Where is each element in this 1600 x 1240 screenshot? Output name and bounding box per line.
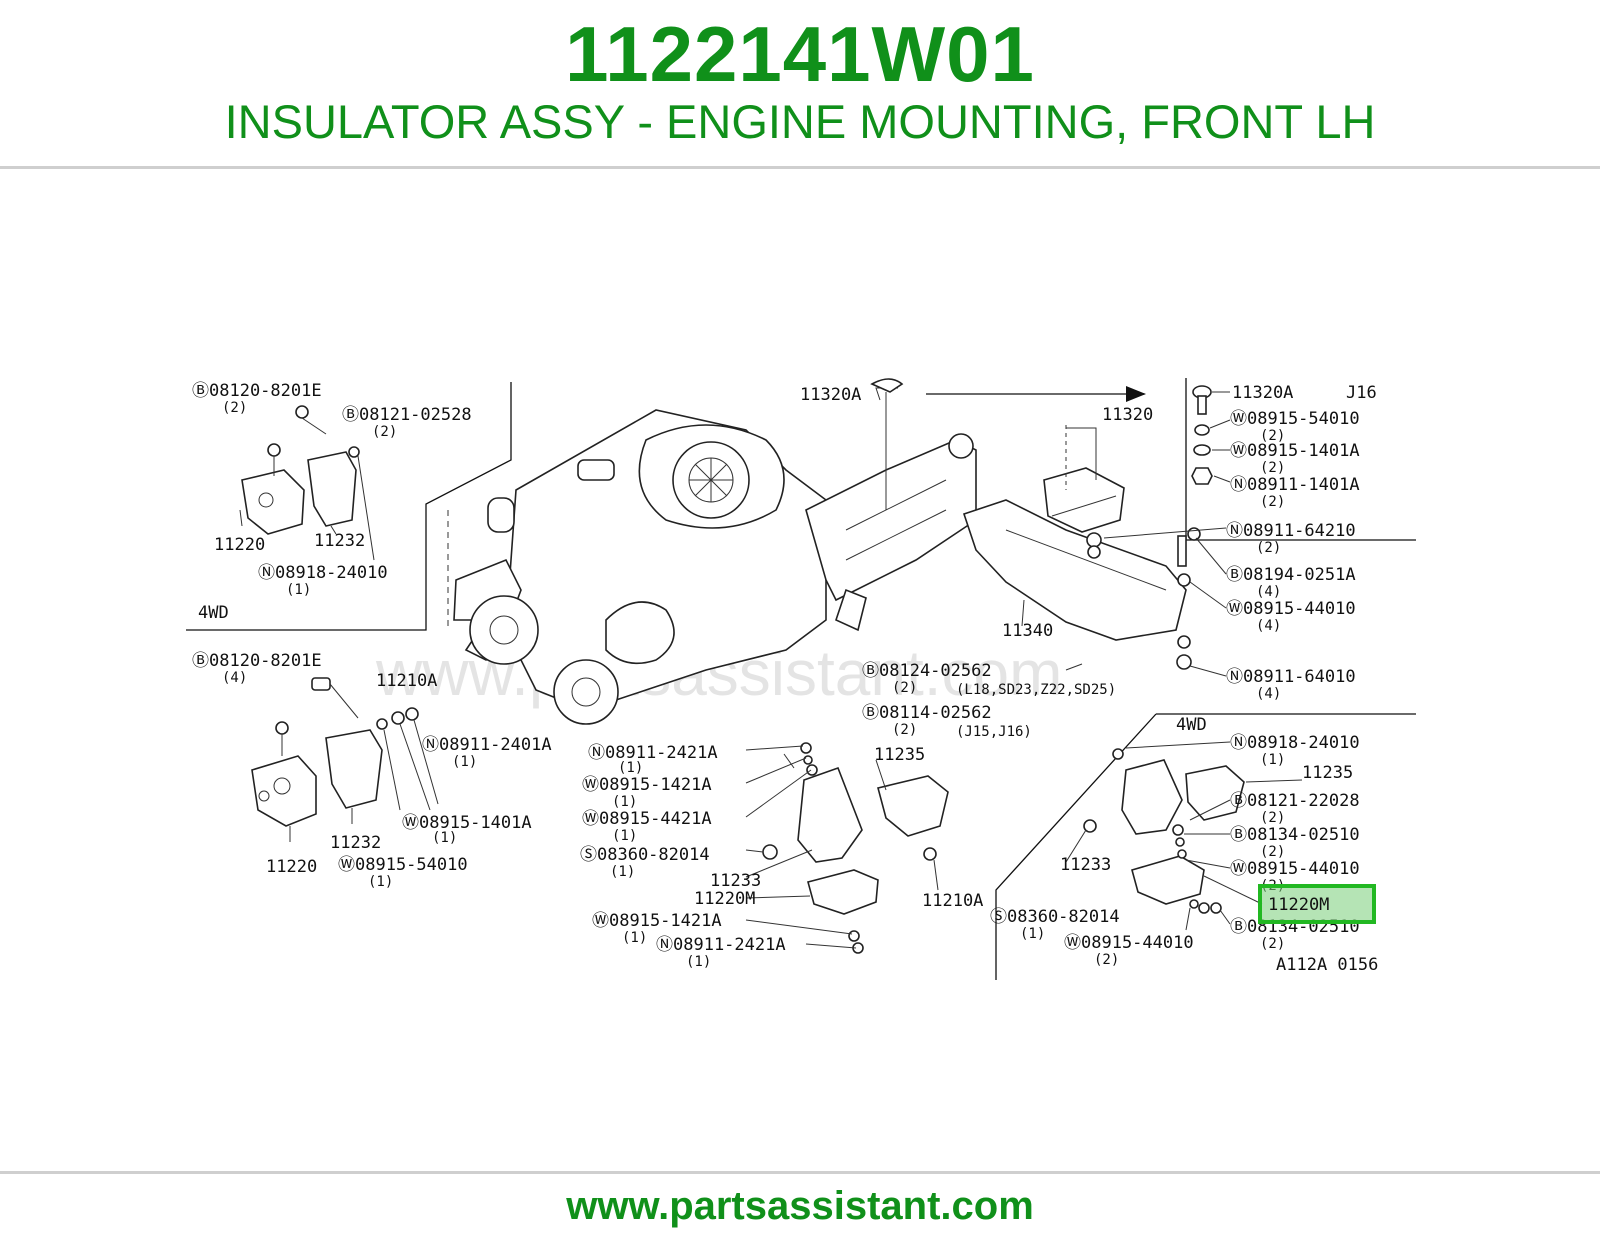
label-tl-b2: Ⓑ08121-02528	[342, 405, 472, 425]
label-br-b3-qty: (2)	[1260, 936, 1285, 952]
label-c-n1-qty: (1)	[618, 760, 643, 776]
label-ml-n1: Ⓝ08911-2401A	[422, 735, 552, 755]
label-r-b1: Ⓑ08124-02562	[862, 661, 992, 681]
label-br-4wd: 4WD	[1176, 715, 1207, 735]
label-ml-11232: 11232	[330, 833, 381, 853]
highlighted-part-label[interactable]: 11220M	[1268, 895, 1329, 915]
label-r-b2: Ⓑ08114-02562	[862, 703, 992, 723]
label-br-b2: Ⓑ08134-02510	[1230, 825, 1360, 845]
label-ml-w2-qty: (1)	[368, 874, 393, 890]
label-ml-11210a: 11210A	[376, 671, 437, 691]
label-c-w3-qty: (1)	[622, 930, 647, 946]
label-c-s1-qty: (1)	[610, 864, 635, 880]
label-r-11340: 11340	[1002, 621, 1053, 641]
label-ml-w1-qty: (1)	[432, 830, 457, 846]
label-c-n2-qty: (1)	[686, 954, 711, 970]
label-br-s1: Ⓢ08360-82014	[990, 907, 1120, 927]
label-tl-b1-qty: (2)	[222, 400, 247, 416]
label-tr-11320a: 11320A	[1232, 383, 1293, 403]
center-lower-parts	[745, 378, 949, 954]
label-c-w1-qty: (1)	[612, 794, 637, 810]
label-tr-w2-qty: (2)	[1260, 460, 1285, 476]
label-rm-n1: Ⓝ08911-64210	[1226, 521, 1356, 541]
label-tl-4wd: 4WD	[198, 603, 229, 623]
label-c-w3: Ⓦ08915-1421A	[592, 911, 722, 931]
label-tl-11220: 11220	[214, 535, 265, 555]
label-rm-n2-qty: (4)	[1256, 686, 1281, 702]
pointer-arrow	[926, 386, 1146, 402]
parts-diagram-svg: www.partsassistant.com	[186, 378, 1416, 980]
footer-website-link[interactable]: www.partsassistant.com	[566, 1184, 1034, 1228]
label-br-w2-qty: (2)	[1094, 952, 1119, 968]
label-c-11235: 11235	[874, 745, 925, 765]
label-c-w2-qty: (1)	[612, 828, 637, 844]
callout-labels: Ⓑ08120-8201E (2) Ⓑ08121-02528 (2) 11220 …	[192, 381, 1378, 975]
label-r-b2-note: (J15,J16)	[956, 724, 1032, 740]
label-br-n1-qty: (1)	[1260, 752, 1285, 768]
label-ml-n1-qty: (1)	[452, 754, 477, 770]
label-rm-n1-qty: (2)	[1256, 540, 1281, 556]
label-br-b1-qty: (2)	[1260, 810, 1285, 826]
label-tr-w1-qty: (2)	[1260, 428, 1285, 444]
label-c-11220m: 11220M	[694, 889, 755, 909]
label-tr-w2: Ⓦ08915-1401A	[1230, 441, 1360, 461]
part-title: INSULATOR ASSY - ENGINE MOUNTING, FRONT …	[224, 95, 1376, 148]
label-c-w1: Ⓦ08915-1421A	[582, 775, 712, 795]
label-br-11235: 11235	[1302, 763, 1353, 783]
label-tl-b1: Ⓑ08120-8201E	[192, 381, 322, 401]
label-br-b2-qty: (2)	[1260, 844, 1285, 860]
label-tr-n1: Ⓝ08911-1401A	[1230, 475, 1360, 495]
label-tr-j16: J16	[1346, 383, 1377, 403]
label-r-b1-qty: (2)	[892, 680, 917, 696]
label-tl-n1-qty: (1)	[286, 582, 311, 598]
highlight-box[interactable]	[1258, 884, 1376, 924]
parts-diagram: www.partsassistant.com	[186, 330, 1416, 1010]
label-br-b1: Ⓑ08121-22028	[1230, 791, 1360, 811]
label-r-b2-qty: (2)	[892, 722, 917, 738]
label-c-w2: Ⓦ08915-4421A	[582, 809, 712, 829]
label-tr-w1: Ⓦ08915-54010	[1230, 409, 1360, 429]
diagram-ref-code: A112A 0156	[1276, 955, 1378, 975]
highlighted-part-callout[interactable]: 11220M	[1258, 884, 1376, 924]
crossmember-parts	[962, 425, 1227, 677]
label-tr-n1-qty: (2)	[1260, 494, 1285, 510]
label-c-11233: 11233	[710, 871, 761, 891]
label-c-s1: Ⓢ08360-82014	[580, 845, 710, 865]
label-tl-11232: 11232	[314, 531, 365, 551]
label-ml-b1-qty: (4)	[222, 670, 247, 686]
label-r-11320: 11320	[1102, 405, 1153, 425]
label-rm-w1-qty: (4)	[1256, 618, 1281, 634]
part-number: 1122141W01	[565, 10, 1035, 98]
label-tl-n1: Ⓝ08918-24010	[258, 563, 388, 583]
label-ml-w1: Ⓦ08915-1401A	[402, 813, 532, 833]
middle-left-parts	[251, 677, 439, 842]
label-c-11210a: 11210A	[922, 891, 983, 911]
label-br-s1-qty: (1)	[1020, 926, 1045, 942]
bottom-right-parts	[1065, 741, 1303, 931]
engine-illustration	[453, 409, 977, 725]
label-rm-b1: Ⓑ08194-0251A	[1226, 565, 1356, 585]
label-br-w2: Ⓦ08915-44010	[1064, 933, 1194, 953]
label-rm-w1: Ⓦ08915-44010	[1226, 599, 1356, 619]
label-tl-b2-qty: (2)	[372, 424, 397, 440]
label-rm-b1-qty: (4)	[1256, 584, 1281, 600]
footer-divider	[0, 1171, 1600, 1174]
label-ml-w2: Ⓦ08915-54010	[338, 855, 468, 875]
label-r-b1-note: (L18,SD23,Z22,SD25)	[956, 682, 1116, 698]
label-c-n2: Ⓝ08911-2421A	[656, 935, 786, 955]
label-ml-11220: 11220	[266, 857, 317, 877]
label-c-n1: Ⓝ08911-2421A	[588, 743, 718, 763]
label-br-w1: Ⓦ08915-44010	[1230, 859, 1360, 879]
label-c-11320a: 11320A	[800, 385, 861, 405]
label-br-11233: 11233	[1060, 855, 1111, 875]
header-divider	[0, 166, 1600, 169]
top-right-parts	[1191, 385, 1231, 485]
page-header: 1122141W01 INSULATOR ASSY - ENGINE MOUNT…	[0, 0, 1600, 170]
label-rm-n2: Ⓝ08911-64010	[1226, 667, 1356, 687]
top-left-parts	[239, 405, 375, 561]
label-ml-b1: Ⓑ08120-8201E	[192, 651, 322, 671]
label-br-n1: Ⓝ08918-24010	[1230, 733, 1360, 753]
